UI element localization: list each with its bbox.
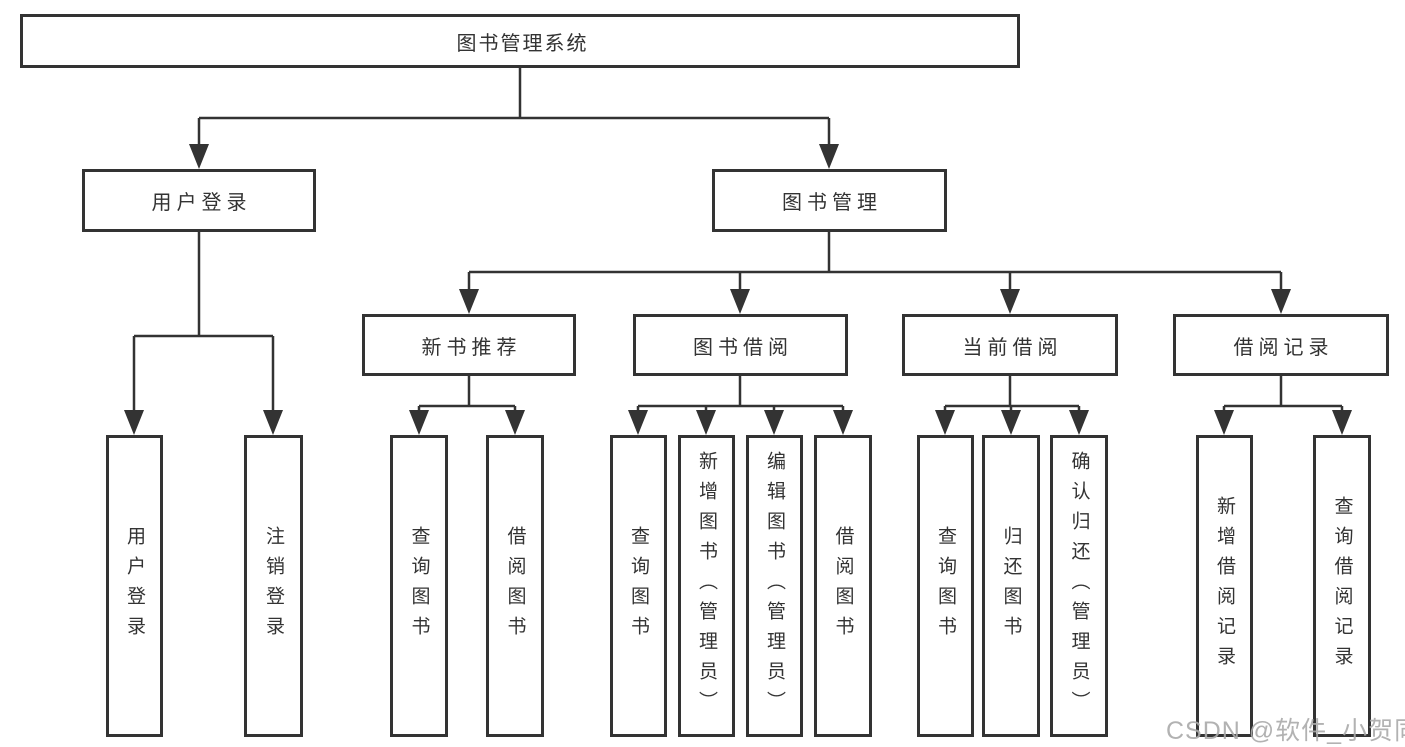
node-leaf-current-confirm-return-admin: 确认归还（管理员） (1050, 435, 1108, 737)
node-leaf-user-login: 用户登录 (106, 435, 163, 737)
node-label: 图书管理 (782, 192, 882, 214)
node-leaf-borrowing-edit-books-admin: 编辑图书（管理员） (746, 435, 803, 737)
node-book-management: 图书管理 (712, 169, 947, 232)
node-leaf-records-add-record: 新增借阅记录 (1196, 435, 1253, 737)
node-label: 用户登录 (124, 526, 145, 646)
node-book-borrowing: 图书借阅 (633, 314, 848, 376)
node-leaf-recommend-query-books: 查询图书 (390, 435, 448, 737)
node-label: 查询图书 (628, 526, 649, 646)
node-label: 图书借阅 (693, 336, 793, 359)
node-label: 查询借阅记录 (1331, 496, 1353, 676)
node-label: 借阅图书 (504, 526, 526, 646)
node-label: 归还图书 (1000, 526, 1022, 646)
node-leaf-borrowing-add-books-admin: 新增图书（管理员） (678, 435, 735, 737)
node-label: 图书管理系统 (456, 32, 589, 55)
node-label: 用户登录 (151, 192, 252, 214)
csdn-watermark: CSDN @软件_小贺同学 (1166, 717, 1405, 745)
node-label: 新增借阅记录 (1214, 496, 1235, 676)
node-label: 查询图书 (935, 526, 956, 646)
node-label: 新书推荐 (421, 336, 522, 359)
node-leaf-records-query-record: 查询借阅记录 (1313, 435, 1371, 737)
node-leaf-recommend-borrow-books: 借阅图书 (486, 435, 544, 737)
node-user-login: 用户登录 (82, 169, 316, 232)
node-label: 注销登录 (263, 526, 284, 646)
node-new-book-recommend: 新书推荐 (362, 314, 576, 376)
node-leaf-current-return-books: 归还图书 (982, 435, 1040, 737)
node-label: 当前借阅 (962, 336, 1063, 359)
node-leaf-logout: 注销登录 (244, 435, 303, 737)
node-label: 编辑图书（管理员） (764, 451, 785, 721)
node-leaf-borrowing-borrow-books: 借阅图书 (814, 435, 872, 737)
node-label: 新增图书（管理员） (696, 451, 717, 721)
node-current-borrowing: 当前借阅 (902, 314, 1118, 376)
node-label: 借阅图书 (832, 526, 854, 646)
node-borrowing-records: 借阅记录 (1173, 314, 1389, 376)
node-leaf-current-query-books: 查询图书 (917, 435, 974, 737)
node-label: 确认归还（管理员） (1068, 451, 1090, 721)
node-leaf-borrowing-query-books: 查询图书 (610, 435, 667, 737)
node-label: 查询图书 (408, 526, 430, 646)
node-label: 借阅记录 (1233, 336, 1334, 359)
node-library-management-system: 图书管理系统 (20, 14, 1020, 68)
